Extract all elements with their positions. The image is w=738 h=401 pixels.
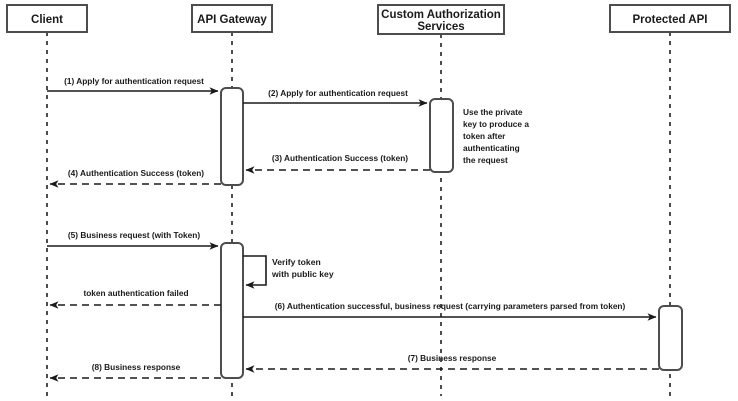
participant-label-client: Client xyxy=(31,14,63,26)
participant-protected-api[interactable]: Protected API xyxy=(609,4,731,33)
participant-api-gateway[interactable]: API Gateway xyxy=(191,4,273,33)
note-private-key: Use the private key to produce a token a… xyxy=(463,107,529,165)
message-6-label: (6) Authentication successful, business … xyxy=(275,301,626,311)
participant-client[interactable]: Client xyxy=(6,4,88,33)
message-5-business-request-with-token[interactable]: (5) Business request (with Token) xyxy=(47,230,219,250)
participant-box-custom-authorization-services[interactable] xyxy=(377,4,505,35)
participant-label-api-gateway: API Gateway xyxy=(197,14,267,26)
participant-box-api-gateway[interactable] xyxy=(191,4,273,33)
message-5-label: (5) Business request (with Token) xyxy=(68,230,200,240)
activation-bar-api-gateway-business[interactable] xyxy=(220,242,244,379)
message-3-label: (3) Authentication Success (token) xyxy=(272,153,408,163)
message-4-label: (4) Authentication Success (token) xyxy=(68,168,204,178)
message-8-label: (8) Business response xyxy=(92,362,181,372)
message-token-authentication-failed-label: token authentication failed xyxy=(83,288,188,298)
activation-bar-api-gateway-auth[interactable] xyxy=(220,87,244,186)
message-7-business-response[interactable]: (7) Business response xyxy=(245,353,659,373)
self-message-verify-token-label-line2: with public key xyxy=(271,269,334,279)
message-6-authentication-successful-business-request[interactable]: (6) Authentication successful, business … xyxy=(243,301,657,321)
self-message-verify-token-label-line1: Verify token xyxy=(272,257,321,267)
message-7-label: (7) Business response xyxy=(408,353,497,363)
note-private-key-line-1: Use the private xyxy=(463,107,523,117)
participant-box-client[interactable] xyxy=(6,4,88,33)
message-2-label: (2) Apply for authentication request xyxy=(268,88,408,98)
message-1-label: (1) Apply for authentication request xyxy=(64,76,204,86)
participant-label-custom-authorization-services-line2: Services xyxy=(417,21,464,33)
message-1-apply-for-authentication-request[interactable]: (1) Apply for authentication request xyxy=(47,76,219,95)
activation-bars-group xyxy=(220,87,683,379)
note-private-key-line-2: key to produce a xyxy=(463,119,529,129)
participant-box-protected-api[interactable] xyxy=(609,4,731,33)
activation-bar-custom-authorization-services[interactable] xyxy=(429,98,454,173)
note-private-key-line-5: the request xyxy=(463,155,508,165)
participant-label-custom-authorization-services-line1: Custom Authorization xyxy=(381,9,501,21)
participant-custom-authorization-services[interactable]: Custom Authorization Services xyxy=(377,4,505,35)
self-message-verify-token[interactable]: Verify token with public key xyxy=(243,255,334,289)
lifelines-group xyxy=(46,32,671,396)
activation-bar-protected-api[interactable] xyxy=(658,305,683,371)
message-token-authentication-failed[interactable]: token authentication failed xyxy=(49,288,221,309)
message-4-authentication-success-token[interactable]: (4) Authentication Success (token) xyxy=(49,168,221,188)
message-3-authentication-success-token[interactable]: (3) Authentication Success (token) xyxy=(245,153,430,174)
self-message-verify-token-path xyxy=(243,255,267,289)
participant-label-protected-api: Protected API xyxy=(633,14,708,26)
message-8-business-response[interactable]: (8) Business response xyxy=(49,362,221,382)
note-private-key-line-3: token after xyxy=(463,131,506,141)
note-private-key-line-4: authenticating xyxy=(463,143,520,153)
message-2-apply-for-authentication-request[interactable]: (2) Apply for authentication request xyxy=(243,88,428,107)
